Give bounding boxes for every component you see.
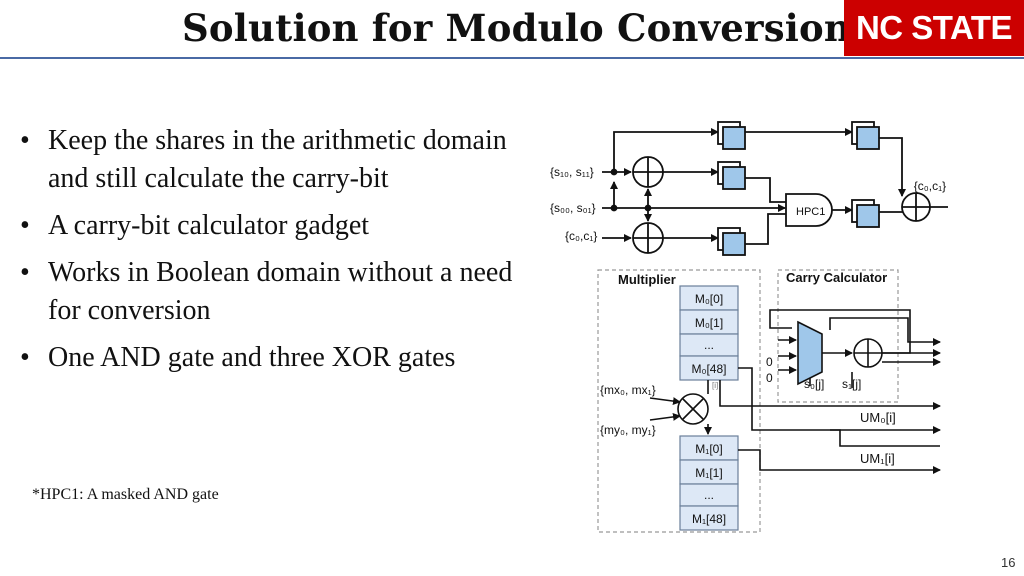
hpc1-label: HPC1	[796, 206, 825, 218]
bullet-item: Keep the shares in the arithmetic domain…	[20, 122, 540, 198]
m0-cell-2: ...	[704, 338, 714, 352]
output-c-label: {c₀,c₁}	[914, 179, 946, 193]
input-mx-label: {mx₀, mx₁}	[600, 383, 656, 397]
register-3	[717, 227, 746, 256]
input-s0-label: {s₀₀, s₀₁}	[550, 201, 596, 215]
m0-cell-3: M₀[48]	[692, 362, 727, 376]
m0-cell-0: M₀[0]	[695, 292, 723, 306]
top-circuit: {s₁₀, s₁₁} {s₀₀, s₀₁} {c₀,c₁}	[550, 121, 948, 256]
slide-title: Solution for Modulo Conversion	[182, 6, 851, 50]
hpc1-gate	[785, 193, 833, 227]
register-1	[717, 121, 746, 150]
xor-gate-2	[632, 222, 664, 254]
m1-memory	[679, 435, 739, 531]
footnote: *HPC1: A masked AND gate	[32, 486, 219, 503]
bullet-list: Keep the shares in the arithmetic domain…	[20, 122, 540, 386]
xor-gate-1	[632, 156, 664, 188]
carry-calculator-block	[777, 269, 899, 403]
s1j-label: s₁[j]	[842, 377, 861, 391]
multiplier-label: Multiplier	[618, 272, 676, 287]
um1-label: UM₁[i]	[860, 451, 895, 466]
multiplier-block	[597, 269, 761, 533]
carry-mux	[797, 320, 823, 386]
index-label: [i]	[712, 381, 718, 390]
bottom-circuit	[597, 269, 941, 533]
carry-calculator-label: Carry Calculator	[786, 270, 887, 285]
zero-input-b: 0	[766, 371, 773, 385]
bullet-item: A carry-bit calculator gadget	[20, 207, 540, 245]
m0-cell-1: M₀[1]	[695, 316, 723, 330]
input-my-label: {my₀, my₁}	[600, 423, 656, 437]
m1-cell-2: ...	[704, 488, 714, 502]
zero-input-a: 0	[766, 355, 773, 369]
register-5	[851, 199, 880, 228]
multiplier-gate	[677, 393, 709, 425]
um0-label: UM₀[i]	[860, 410, 896, 425]
nc-state-logo: NC STATE	[844, 0, 1024, 56]
bullet-item: Works in Boolean domain without a need f…	[20, 254, 540, 330]
m1-cell-1: M₁[1]	[695, 466, 722, 480]
register-4	[851, 121, 880, 150]
xor-gate-3	[901, 192, 931, 222]
m0-memory	[679, 285, 739, 381]
m1-cell-3: M₁[48]	[692, 512, 726, 526]
title-divider	[0, 57, 1024, 59]
bullet-item: One AND gate and three XOR gates	[20, 339, 540, 377]
input-c-label: {c₀,c₁}	[565, 229, 597, 243]
page-number: 16	[1001, 555, 1016, 570]
xor-gate-4	[853, 338, 883, 368]
circuit-diagram: {s₁₀, s₁₁} {s₀₀, s₀₁} {c₀,c₁}	[550, 121, 948, 533]
register-2	[717, 161, 746, 190]
m1-cell-0: M₁[0]	[695, 442, 722, 456]
input-s1-label: {s₁₀, s₁₁}	[550, 165, 594, 179]
s0j-label: s₀[j]	[804, 377, 824, 391]
